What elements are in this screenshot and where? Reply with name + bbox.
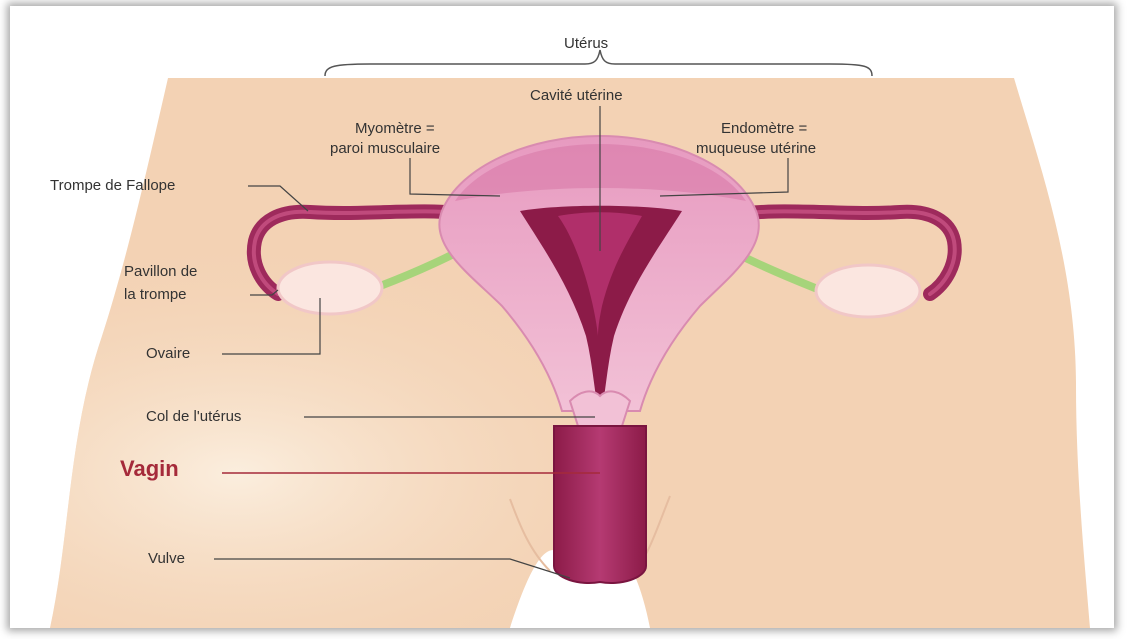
vagina	[554, 426, 646, 583]
ovary-left	[278, 262, 382, 314]
label-myometre-line2: paroi musculaire	[330, 139, 440, 158]
label-pavillon-line2: la trompe	[124, 285, 187, 304]
label-trompe: Trompe de Fallope	[50, 176, 175, 195]
label-pavillon-line1: Pavillon de	[124, 262, 197, 281]
label-vulve: Vulve	[148, 549, 185, 568]
ovary-right	[816, 265, 920, 317]
diagram-frame: Utérus Cavité utérine Myomètre = paroi m…	[10, 6, 1114, 628]
label-vagin: Vagin	[120, 459, 179, 478]
label-cavity: Cavité utérine	[530, 86, 623, 105]
label-myometre-line1: Myomètre =	[355, 119, 435, 138]
label-col: Col de l'utérus	[146, 407, 241, 426]
label-endometre-line1: Endomètre =	[721, 119, 807, 138]
uterus-bracket	[325, 50, 872, 76]
label-ovaire: Ovaire	[146, 344, 190, 363]
cervix	[570, 391, 630, 426]
label-endometre-line2: muqueuse utérine	[696, 139, 816, 158]
label-uterus: Utérus	[564, 34, 608, 53]
